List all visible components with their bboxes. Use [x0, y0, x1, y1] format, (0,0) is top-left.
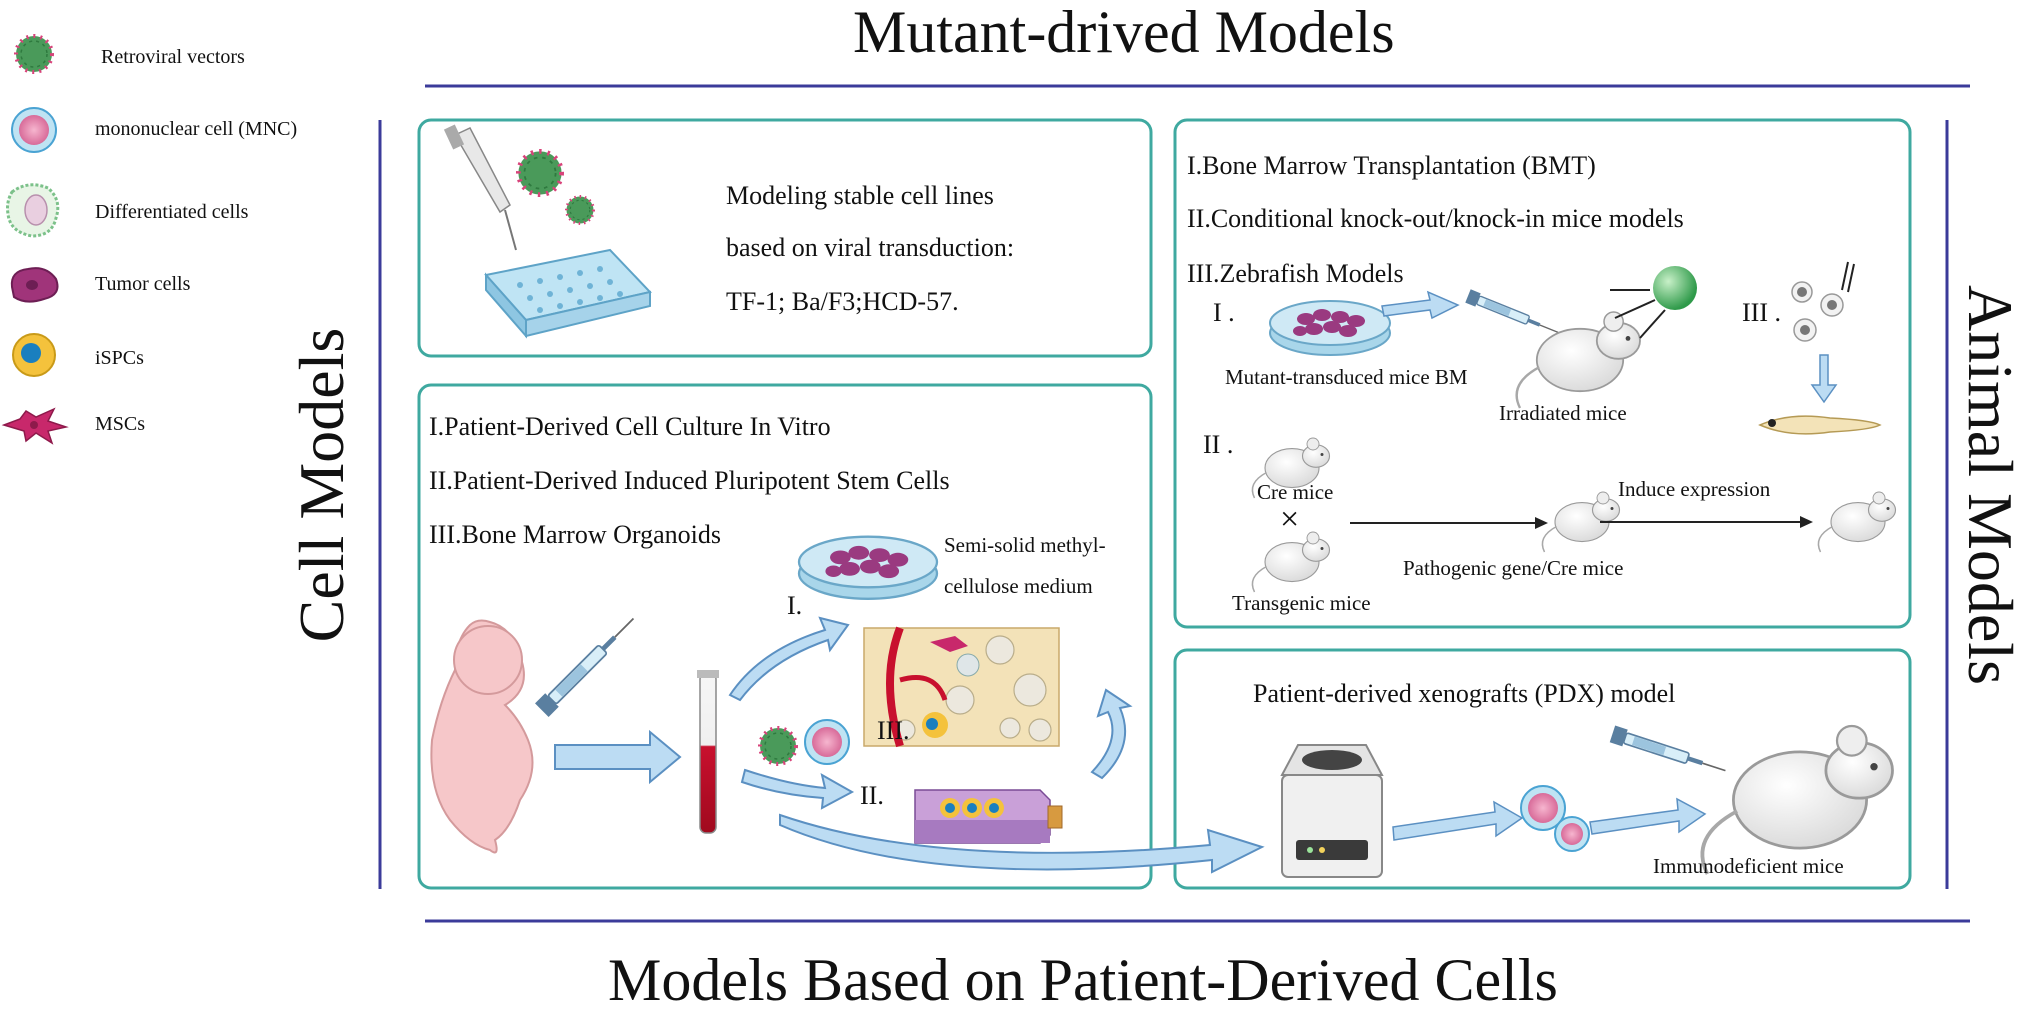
pathogenic-cre-label: Pathogenic gene/Cre mice [1403, 556, 1624, 580]
legend-label-differentiated: Differentiated cells [95, 201, 249, 223]
legend-label-ispcs: iSPCs [95, 347, 144, 369]
patient-item-1: I.Patient-Derived Cell Culture In Vitro [429, 412, 831, 441]
centrifuge-icon [1280, 744, 1384, 878]
arrow-tube-to-pdx [779, 813, 1265, 874]
cre-mice-label: Cre mice [1257, 480, 1334, 504]
mouse-icon [1515, 310, 1642, 410]
syringe-icon [1608, 724, 1729, 780]
pdx-box [1173, 648, 1912, 890]
arrow-dish-to-syringe [1381, 290, 1460, 320]
heading-left: Cell Models [286, 327, 357, 643]
virus-icon [758, 726, 798, 766]
mnc-cell-icon [11, 107, 57, 153]
legend-label-retroviral: Retroviral vectors [101, 46, 245, 68]
patient-box [417, 383, 1153, 890]
cross-symbol: × [1280, 501, 1300, 538]
patient-roman-1: I. [787, 591, 803, 620]
baby-icon [430, 619, 534, 854]
legend-label-tumor: Tumor cells [95, 273, 191, 295]
syringe-icon [534, 610, 642, 718]
mnc-cell-icon [1554, 816, 1590, 852]
culture-dish-icon [797, 535, 939, 600]
irradiation-icon [1610, 266, 1697, 339]
legend-label-mscs: MSCs [95, 413, 146, 435]
viral-line-3: TF-1; Ba/F3;HCD-57. [726, 287, 959, 316]
legend-label-mnc: mononuclear cell (MNC) [95, 118, 298, 140]
animal-roman-2: II . [1203, 430, 1234, 459]
heading-bottom: Models Based on Patient-Derived Cells [608, 947, 1558, 1013]
transgenic-mice-label: Transgenic mice [1232, 591, 1371, 615]
irradiated-label: Irradiated mice [1499, 401, 1627, 425]
mnc-cell-icon [1520, 785, 1566, 831]
animal-item-1: I.Bone Marrow Transplantation (BMT) [1187, 151, 1596, 180]
well-plate-icon [484, 248, 652, 339]
heading-top: Mutant-drived Models [853, 0, 1395, 65]
pipette-icon [443, 124, 517, 251]
ispc-cell-icon [12, 333, 56, 377]
virus-icon [518, 151, 561, 194]
arrow-centrifuge-to-cells [1392, 800, 1524, 841]
animal-item-2: II.Conditional knock-out/knock-in mice m… [1187, 204, 1684, 233]
arrow-embryo-to-fish [1810, 354, 1838, 404]
viral-box [417, 118, 1153, 358]
arrow-cells-to-mouse [1589, 797, 1707, 835]
arrow-tube-to-flask [740, 768, 855, 810]
animal-roman-3: III . [1742, 298, 1781, 327]
culture-dish-icon [1269, 300, 1391, 356]
viral-line-1: Modeling stable cell lines [726, 181, 994, 210]
syringe-icon [1464, 288, 1562, 340]
semi-solid-label-2: cellulose medium [944, 574, 1093, 598]
virus-icon [14, 34, 54, 74]
mutant-bm-label: Mutant-transduced mice BM [1225, 365, 1468, 389]
patient-roman-2: II. [860, 781, 884, 810]
zebrafish-larva-icon [1758, 415, 1882, 435]
organoid-icon [863, 626, 1060, 748]
immunodeficient-label: Immunodeficient mice [1653, 854, 1844, 878]
mouse-icon [1700, 724, 1895, 876]
patient-item-3: III.Bone Marrow Organoids [429, 520, 721, 549]
arrow-baby-to-tube [554, 729, 682, 785]
virus-icon [565, 195, 595, 225]
arrow-flask-to-organoid [1090, 688, 1133, 780]
patient-roman-3: III. [877, 716, 910, 745]
mouse-icon [1251, 531, 1331, 593]
mnc-cell-icon [804, 719, 850, 765]
mouse-icon [1817, 491, 1897, 553]
viral-line-2: based on viral transduction: [726, 233, 1015, 262]
differentiated-cell-icon [6, 183, 60, 238]
arrow-tube-to-dish [728, 616, 850, 702]
zebrafish-embryo-icon [1791, 261, 1855, 342]
msc-cell-icon [1, 407, 69, 445]
animal-roman-1: I . [1213, 298, 1235, 327]
animal-item-3: III.Zebrafish Models [1187, 259, 1404, 288]
pdx-title: Patient-derived xenografts (PDX) model [1253, 679, 1676, 708]
induce-expression-label: Induce expression [1618, 477, 1771, 501]
blood-tube-icon [697, 670, 719, 834]
heading-right: Animal Models [1955, 285, 2026, 685]
culture-flask-icon [914, 789, 1063, 844]
animal-box [1173, 118, 1912, 629]
tumor-cell-icon [10, 267, 59, 303]
semi-solid-label-1: Semi-solid methyl- [944, 533, 1106, 557]
patient-item-2: II.Patient-Derived Induced Pluripotent S… [429, 466, 950, 495]
